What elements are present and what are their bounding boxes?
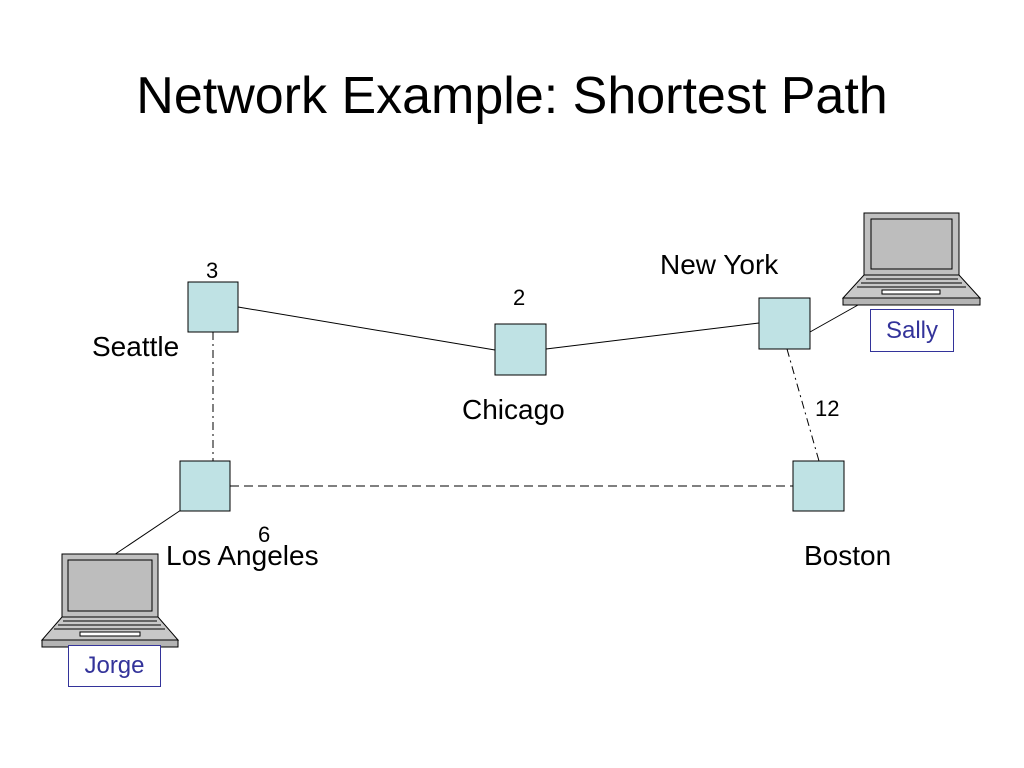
- laptop-icon-jorge: [40, 553, 180, 648]
- router-boston: [792, 460, 845, 512]
- node-label-new-york: New York: [660, 249, 779, 280]
- router-seattle: [187, 281, 239, 333]
- router-chicago: [494, 323, 547, 376]
- weight-los-angeles: 6: [258, 522, 271, 547]
- user-label-sally: Sally: [870, 309, 954, 352]
- laptop-icon-sally: [841, 212, 982, 306]
- router-newyork: [758, 297, 811, 350]
- node-label-chicago: Chicago: [462, 394, 565, 425]
- node-label-los-angeles: Los Angeles: [166, 540, 319, 571]
- slide-title: Network Example: Shortest Path: [136, 67, 888, 125]
- node-label-seattle: Seattle: [92, 331, 180, 362]
- weight-seattle: 3: [206, 258, 219, 283]
- weight-chicago: 2: [513, 285, 526, 310]
- link-newyork-boston: [786, 348, 820, 462]
- link-seattle-chicago: [237, 306, 496, 351]
- node-label-boston: Boston: [804, 540, 892, 571]
- user-label-jorge: Jorge: [68, 645, 161, 687]
- router-losangeles: [179, 460, 231, 512]
- link-chicago-newyork: [545, 322, 760, 350]
- link-newyork-sally: [809, 304, 859, 333]
- weight-new-york-boston: 12: [815, 396, 840, 421]
